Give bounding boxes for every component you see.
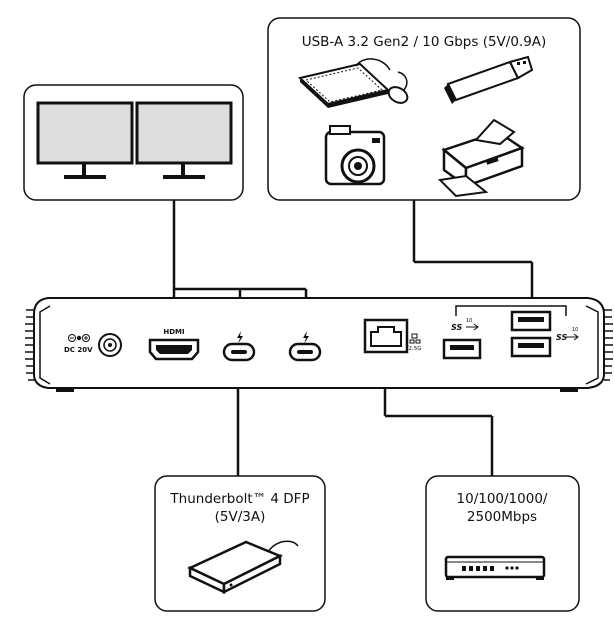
ethernet-speed-line2: 2500Mbps [467,509,537,525]
thunderbolt-dfp-line2: (5V/3A) [215,509,266,525]
hdmi-port: HDMI [148,328,200,361]
keyboard-icon [297,58,391,108]
usb-a-devices-box: USB-A 3.2 Gen2 / 10 Gbps (5V/0.9A) [267,17,581,201]
usb-a-ports: SS 10 SS 10 [442,305,579,360]
lightning-icon [303,331,309,344]
lightning-icon [237,331,243,344]
superspeed-num-1: 10 [466,318,472,324]
thunderbolt-dfp-line1: Thunderbolt™ 4 DFP [169,491,309,507]
usb-icon [566,333,579,341]
ethernet-speed-label: 2.5G [408,346,421,352]
network-icon [409,333,421,344]
dc-label: DC 20V [64,346,93,354]
monitors-box [23,84,244,201]
mouse-icon [387,71,409,104]
usb-icon [466,323,479,331]
ethernet-port: 2.5G [363,318,422,354]
superspeed-num-2: 10 [572,327,578,333]
network-switch-icon [444,555,546,580]
thunderbolt-port-2 [288,331,322,362]
thunderbolt-port-1 [222,331,256,362]
ethernet-box: 10/100/1000/ 2500Mbps [425,475,580,612]
hdmi-label: HDMI [163,328,184,336]
monitor-icon [135,101,233,179]
dock-body [25,297,613,392]
monitor-icon [36,101,134,179]
external-drive-icon [187,540,299,595]
usb-a-title: USB-A 3.2 Gen2 / 10 Gbps (5V/0.9A) [302,34,547,50]
usb-stick-icon [444,55,534,104]
dc-port: DC 20V [64,333,122,357]
printer-icon [437,118,525,198]
superspeed-label-1: SS [451,323,462,332]
superspeed-label-2: SS [556,333,567,342]
ethernet-speed-line1: 10/100/1000/ [457,491,548,507]
camera-icon [324,125,386,186]
thunderbolt-dfp-box: Thunderbolt™ 4 DFP (5V/3A) [154,475,326,612]
